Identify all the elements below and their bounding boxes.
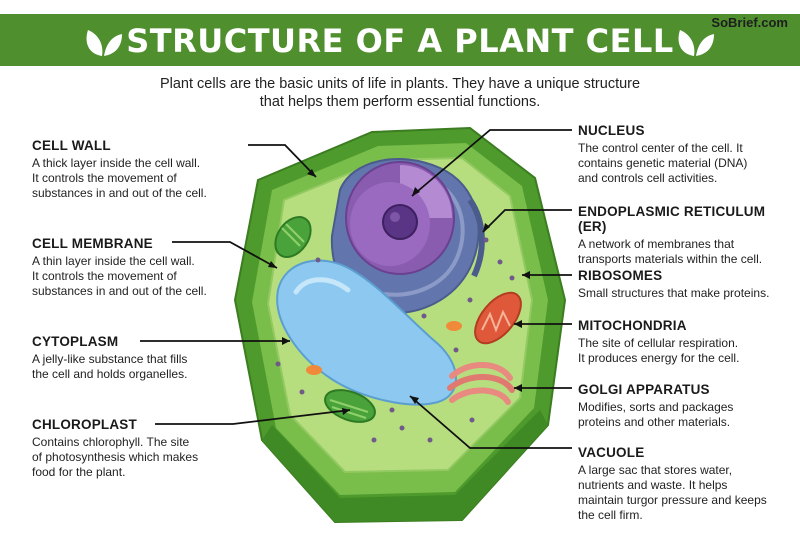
label-nucleus: NUCLEUS The control center of the cell. … <box>578 123 793 186</box>
label-mitochondria: MITOCHONDRIA The site of cellular respir… <box>578 318 793 366</box>
label-vacuole: VACUOLE A large sac that stores water,nu… <box>578 445 793 523</box>
label-endoplasmic-reticulum: ENDOPLASMIC RETICULUM (ER) A network of … <box>578 204 793 267</box>
label-heading: ENDOPLASMIC RETICULUM (ER) <box>578 204 766 234</box>
label-heading: GOLGI APPARATUS <box>578 382 710 397</box>
watermark: SoBrief.com <box>711 15 788 30</box>
label-heading: CYTOPLASM <box>32 334 119 349</box>
label-description: A thin layer inside the cell wall.It con… <box>32 254 207 298</box>
title-banner <box>0 14 800 66</box>
intro-line: that helps them perform essential functi… <box>259 94 541 110</box>
label-ribosomes: RIBOSOMES Small structures that make pro… <box>578 268 793 301</box>
label-cell-wall: CELL WALL A thick layer inside the cell … <box>32 138 262 201</box>
intro-text: Plant cells are the basic units of life … <box>100 75 700 111</box>
label-cell-membrane: CELL MEMBRANE A thin layer inside the ce… <box>32 236 262 299</box>
label-chloroplast: CHLOROPLAST Contains chlorophyll. The si… <box>32 417 262 480</box>
label-heading: RIBOSOMES <box>578 268 663 283</box>
label-heading: NUCLEUS <box>578 123 645 138</box>
leaf-icon-left <box>86 30 122 56</box>
label-heading: MITOCHONDRIA <box>578 318 687 333</box>
page-title: STRUCTURE OF A PLANT CELL <box>126 22 674 60</box>
golgi-apparatus <box>447 361 515 405</box>
chloroplast-top <box>274 216 312 258</box>
label-heading: CELL WALL <box>32 138 111 153</box>
mitochondria <box>474 291 522 345</box>
chloroplast-bottom <box>324 389 376 423</box>
label-heading: CHLOROPLAST <box>32 417 137 432</box>
label-heading: VACUOLE <box>578 445 645 460</box>
intro-line: Plant cells are the basic units of life … <box>159 76 641 92</box>
label-description: A thick layer inside the cell wall.It co… <box>32 156 207 200</box>
ribosomes <box>275 237 515 443</box>
leaf-icon-right <box>678 30 714 56</box>
label-golgi-apparatus: GOLGI APPARATUS Modifies, sorts and pack… <box>578 382 793 430</box>
label-description: Small structures that make proteins. <box>578 286 770 300</box>
label-cytoplasm: CYTOPLASM A jelly-like substance that fi… <box>32 334 262 382</box>
nucleus <box>345 161 455 275</box>
label-heading: CELL MEMBRANE <box>32 236 153 251</box>
label-description: The site of cellular respiration.It prod… <box>578 336 740 365</box>
label-description: A large sac that stores water,nutrients … <box>578 463 767 522</box>
cell-wall-lower-face <box>262 410 548 522</box>
